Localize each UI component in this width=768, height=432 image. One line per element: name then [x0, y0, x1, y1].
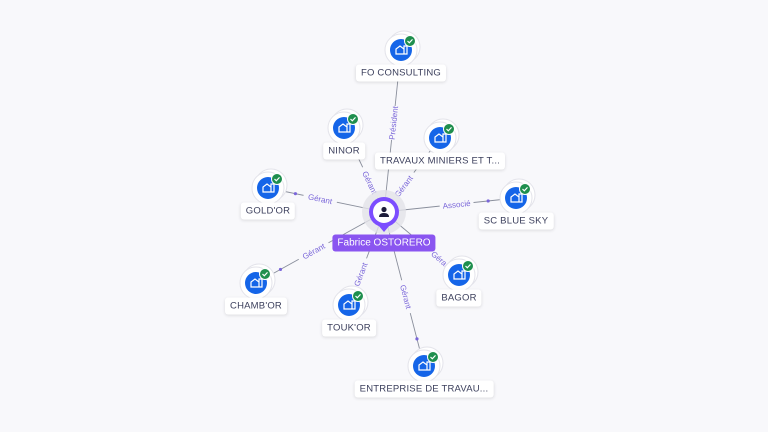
- check-icon: [465, 263, 471, 269]
- node-label[interactable]: NINOR: [323, 142, 365, 160]
- node-label[interactable]: GOLD'OR: [240, 202, 296, 220]
- edge-arrow: [293, 192, 298, 196]
- person-icon-body: [379, 213, 389, 217]
- center-person-label[interactable]: Fabrice OSTORERO: [332, 234, 436, 252]
- node-label[interactable]: TOUK'OR: [322, 319, 376, 337]
- company-node[interactable]: [407, 346, 444, 383]
- edge-label: Associé: [442, 199, 471, 211]
- verified-badge: [347, 113, 359, 125]
- verified-badge: [519, 183, 531, 195]
- center-person-node[interactable]: [362, 190, 406, 234]
- node-label[interactable]: FO CONSULTING: [355, 64, 447, 82]
- node-label[interactable]: SC BLUE SKY: [478, 212, 554, 230]
- company-node[interactable]: [327, 108, 364, 145]
- verified-badge: [352, 290, 364, 302]
- company-node[interactable]: [384, 30, 421, 67]
- edge-label: Gérant: [398, 284, 413, 311]
- check-icon: [262, 271, 268, 277]
- edge-arrow: [486, 199, 490, 203]
- company-node[interactable]: [332, 285, 369, 322]
- edge-arrow: [415, 337, 419, 341]
- check-icon: [430, 354, 436, 360]
- edge: Associé: [383, 197, 517, 213]
- verified-badge: [404, 35, 416, 47]
- company-node[interactable]: [442, 255, 479, 292]
- verified-badge: [443, 123, 455, 135]
- verified-badge: [259, 268, 271, 280]
- company-node[interactable]: [423, 118, 460, 155]
- verified-badge: [271, 173, 283, 185]
- edge-label-bg: [302, 190, 338, 208]
- edge-label-bg: [386, 105, 401, 141]
- company-node[interactable]: [251, 168, 288, 205]
- verified-badge: [427, 351, 439, 363]
- pin-tip: [378, 225, 390, 232]
- edge-label-bg: [296, 238, 331, 264]
- edge-label: Gérant: [307, 192, 334, 206]
- edge-label-bg: [396, 278, 416, 315]
- edge-label: Gérant: [301, 241, 327, 261]
- edge-label: Président: [388, 105, 401, 140]
- edge-label-bg: [358, 165, 382, 201]
- check-icon: [274, 176, 280, 182]
- edge-label: Gérant: [352, 261, 369, 288]
- edge-label-bg: [349, 256, 372, 292]
- node-label[interactable]: ENTREPRISE DE TRAVAU...: [354, 380, 494, 398]
- person-icon: [381, 206, 387, 213]
- company-node[interactable]: [239, 263, 276, 300]
- verified-badge: [462, 260, 474, 272]
- edge-label-bg: [439, 197, 475, 212]
- node-label[interactable]: BAGOR: [436, 289, 482, 307]
- check-icon: [355, 293, 361, 299]
- company-node[interactable]: [499, 178, 536, 215]
- check-icon: [446, 126, 452, 132]
- check-icon: [522, 186, 528, 192]
- node-label[interactable]: TRAVAUX MINIERS ET T...: [374, 152, 506, 170]
- check-icon: [350, 116, 356, 122]
- edge-arrow: [278, 267, 283, 272]
- check-icon: [407, 38, 413, 44]
- node-label[interactable]: CHAMB'OR: [225, 297, 287, 315]
